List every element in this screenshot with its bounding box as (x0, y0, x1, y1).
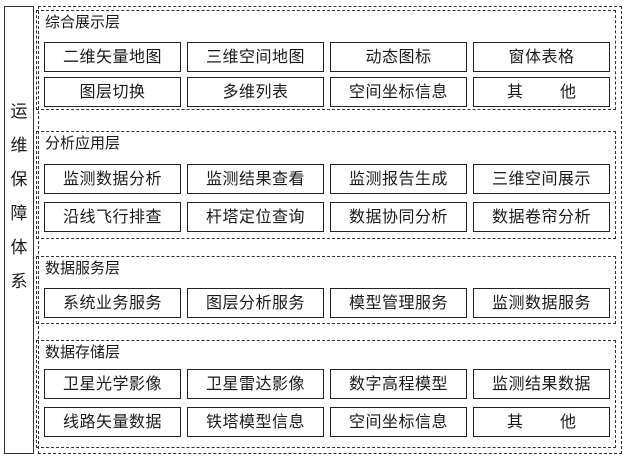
module-box: 监测结果数据 (473, 369, 610, 399)
layer-title: 分析应用层 (45, 134, 121, 152)
layer-row: 线路矢量数据 铁塔模型信息 空间坐标信息 其 他 (44, 407, 610, 437)
module-box: 卫星光学影像 (44, 369, 181, 399)
layer-row: 监测数据分析 监测结果查看 监测报告生成 三维空间展示 (44, 164, 610, 194)
module-box: 动态图标 (330, 42, 467, 72)
module-box: 三维空间地图 (187, 42, 324, 72)
layer-presentation: 综合展示层 二维矢量地图 三维空间地图 动态图标 窗体表格 图层切换 多维列表 … (36, 10, 616, 110)
module-box: 卫星雷达影像 (187, 369, 324, 399)
module-box: 监测报告生成 (330, 164, 467, 194)
module-box: 空间坐标信息 (330, 77, 467, 107)
side-title-char: 体 (10, 238, 28, 258)
module-box: 数据卷帘分析 (473, 202, 610, 232)
module-box: 数字高程模型 (330, 369, 467, 399)
module-box: 二维矢量地图 (44, 42, 181, 72)
module-box: 空间坐标信息 (330, 407, 467, 437)
module-box: 其 他 (473, 407, 610, 437)
layer-service: 数据服务层 系统业务服务 图层分析服务 模型管理服务 监测数据服务 (36, 256, 616, 324)
module-box: 多维列表 (187, 77, 324, 107)
side-title-char: 障 (10, 204, 28, 224)
module-box: 杆塔定位查询 (187, 202, 324, 232)
side-title-char: 系 (10, 272, 28, 292)
side-column: 运 维 保 障 体 系 (4, 6, 34, 454)
layer-title: 数据服务层 (45, 259, 121, 277)
architecture-frame (38, 6, 622, 454)
module-box: 监测结果查看 (187, 164, 324, 194)
layer-analysis: 分析应用层 监测数据分析 监测结果查看 监测报告生成 三维空间展示 沿线飞行排查… (36, 131, 616, 239)
module-box: 图层切换 (44, 77, 181, 107)
layer-row: 沿线飞行排查 杆塔定位查询 数据协同分析 数据卷帘分析 (44, 202, 610, 232)
layer-row: 二维矢量地图 三维空间地图 动态图标 窗体表格 (44, 42, 610, 72)
layer-row: 图层切换 多维列表 空间坐标信息 其 他 (44, 77, 610, 107)
module-box: 系统业务服务 (44, 288, 181, 318)
layer-storage: 数据存储层 卫星光学影像 卫星雷达影像 数字高程模型 监测结果数据 线路矢量数据… (36, 340, 616, 448)
module-box: 模型管理服务 (330, 288, 467, 318)
module-box: 数据协同分析 (330, 202, 467, 232)
module-box: 其 他 (473, 77, 610, 107)
module-box: 监测数据服务 (473, 288, 610, 318)
module-box: 图层分析服务 (187, 288, 324, 318)
module-box: 线路矢量数据 (44, 407, 181, 437)
layer-row: 卫星光学影像 卫星雷达影像 数字高程模型 监测结果数据 (44, 369, 610, 399)
side-title-char: 保 (10, 170, 28, 190)
module-box: 监测数据分析 (44, 164, 181, 194)
module-box: 沿线飞行排查 (44, 202, 181, 232)
layer-title: 数据存储层 (45, 343, 121, 361)
layer-title: 综合展示层 (45, 13, 121, 31)
module-box: 铁塔模型信息 (187, 407, 324, 437)
side-title-char: 维 (10, 136, 28, 156)
side-title-char: 运 (10, 102, 28, 122)
side-title: 运 维 保 障 体 系 (5, 102, 33, 306)
module-box: 窗体表格 (473, 42, 610, 72)
layer-row: 系统业务服务 图层分析服务 模型管理服务 监测数据服务 (44, 288, 610, 318)
module-box: 三维空间展示 (473, 164, 610, 194)
